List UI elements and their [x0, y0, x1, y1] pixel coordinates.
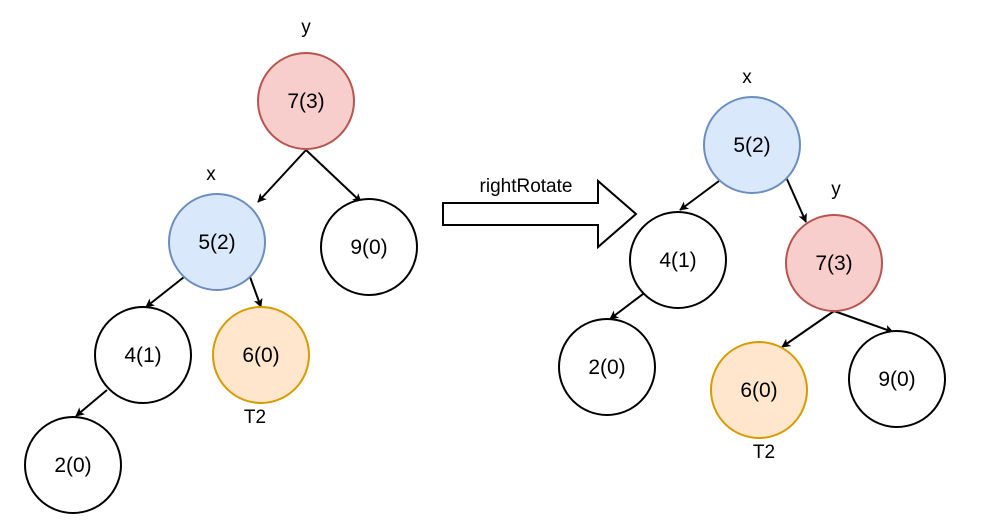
node-label: 6(0)	[740, 379, 777, 402]
node-circle	[785, 214, 883, 312]
node-before-x: 5(2)	[168, 193, 266, 291]
node-after-t2: 6(0)	[710, 341, 808, 439]
node-label: 4(1)	[659, 249, 696, 272]
node-after-x: 5(2)	[703, 96, 801, 194]
tree-before: 7(3) y 5(2) x 9(0) 4(1) 6(0) T2 2(0)	[24, 17, 418, 514]
right-arrow-icon	[442, 178, 638, 250]
node-circle	[848, 330, 946, 428]
edges-after	[609, 176, 894, 348]
node-circle	[212, 306, 310, 404]
node-label: 5(2)	[198, 231, 235, 254]
node-tag-x: x	[206, 164, 216, 185]
node-before-y: 7(3)	[257, 52, 355, 150]
node-circle	[558, 318, 656, 416]
node-after-9: 9(0)	[848, 330, 946, 428]
edge-after-4-2	[609, 293, 644, 320]
operation-label: rightRotate	[480, 176, 573, 197]
node-label: 6(0)	[242, 344, 279, 367]
node-label: 7(3)	[287, 90, 324, 113]
node-circle	[710, 341, 808, 439]
node-before-9: 9(0)	[320, 198, 418, 296]
node-tag-x: x	[742, 67, 752, 88]
edge-after-x-4	[679, 180, 720, 211]
node-circle	[24, 416, 122, 514]
node-before-4: 4(1)	[94, 306, 192, 404]
node-label: 2(0)	[588, 356, 625, 379]
operation-arrow: rightRotate	[442, 176, 638, 250]
node-tag-y: y	[301, 17, 311, 38]
edge-before-4-2	[75, 389, 108, 417]
node-label: 5(2)	[733, 134, 770, 157]
node-circle	[94, 306, 192, 404]
edge-before-y-x	[257, 149, 307, 203]
edge-before-x-t2	[249, 276, 263, 308]
node-circle	[320, 198, 418, 296]
edge-after-x-y	[785, 176, 807, 223]
node-after-2: 2(0)	[558, 318, 656, 416]
node-after-4: 4(1)	[629, 211, 727, 309]
node-tag-y: y	[831, 179, 841, 200]
node-after-y: 7(3)	[785, 214, 883, 312]
edge-after-y-9	[833, 310, 894, 334]
node-before-2: 2(0)	[24, 416, 122, 514]
node-circle	[629, 211, 727, 309]
node-tag-t2: T2	[753, 442, 775, 463]
node-label: 2(0)	[54, 454, 91, 477]
node-before-t2: 6(0)	[212, 306, 310, 404]
node-circle	[703, 96, 801, 194]
tree-after: 5(2) x 4(1) 7(3) y 2(0) 6(0) T2 9(0)	[558, 67, 946, 463]
edges-before	[75, 149, 362, 417]
node-circle	[257, 52, 355, 150]
node-circle	[168, 193, 266, 291]
node-label: 7(3)	[815, 252, 852, 275]
edge-before-y-9	[305, 149, 362, 203]
node-label: 9(0)	[878, 368, 915, 391]
edge-before-x-4	[145, 276, 185, 308]
node-label: 9(0)	[350, 236, 387, 259]
edge-after-y-t2	[781, 310, 835, 348]
node-tag-t2: T2	[244, 407, 266, 428]
node-label: 4(1)	[124, 344, 161, 367]
